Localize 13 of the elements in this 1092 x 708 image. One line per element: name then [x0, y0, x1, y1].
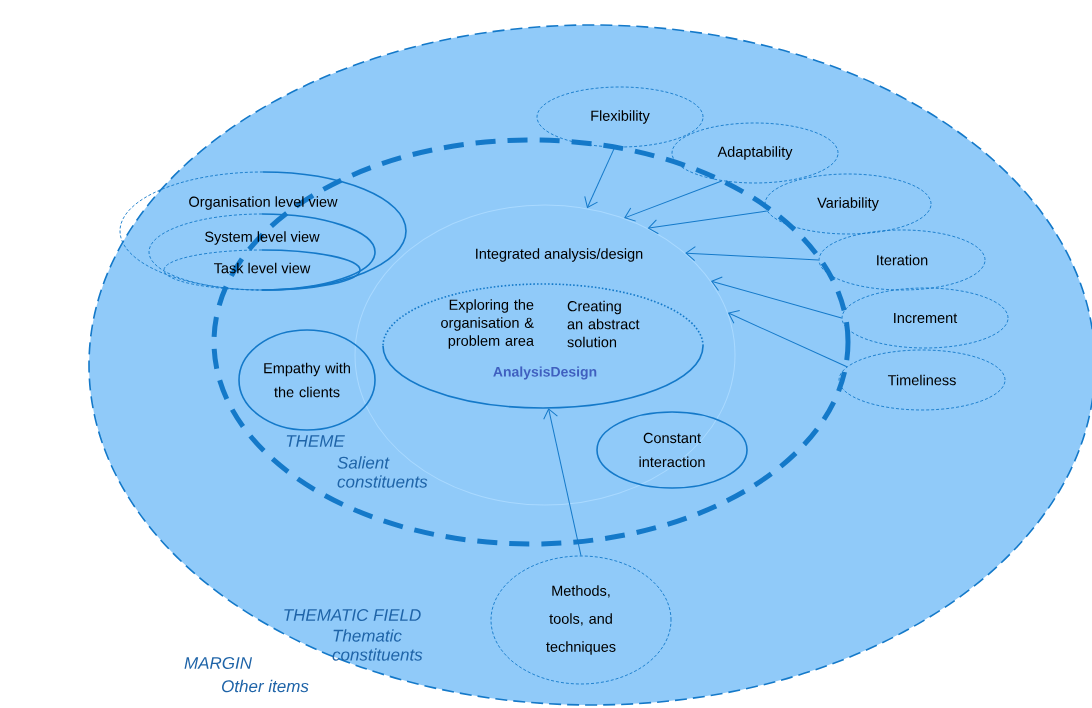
arrow: [728, 309, 848, 368]
region-label: Salient constituents: [337, 456, 428, 488]
region-label: THEME: [286, 435, 345, 447]
arrow: [624, 180, 723, 222]
region-label: THEMATIC FIELD: [284, 608, 421, 621]
margin-label: MARGIN: [184, 656, 252, 669]
arrow: [543, 408, 582, 557]
arrow: [647, 210, 768, 235]
arrow: [685, 246, 820, 262]
arrow: [711, 276, 843, 319]
region-label: Thematic constituents: [332, 629, 423, 661]
arrow: [584, 146, 616, 208]
margin-label: Other items: [222, 679, 309, 693]
